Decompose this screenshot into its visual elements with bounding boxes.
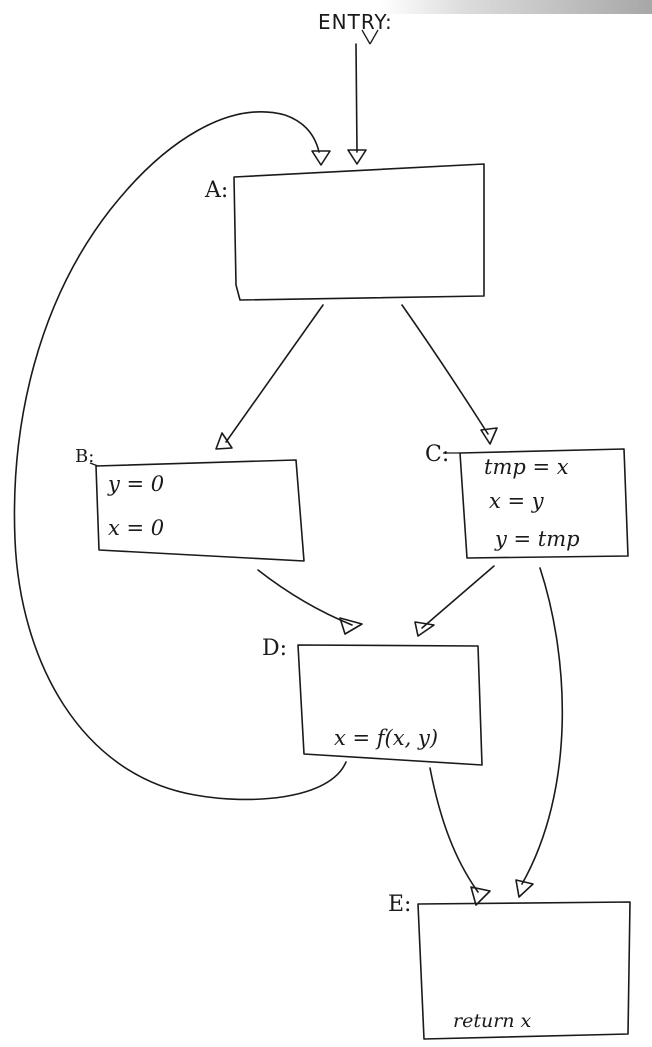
block-d-label: D: — [262, 636, 288, 661]
edge-d-e — [429, 767, 479, 893]
edge-d-a-loop — [13, 111, 347, 801]
edge-c-d — [421, 565, 495, 629]
entry-label: ENTRY: — [318, 10, 393, 34]
block-d-line-1: x = f(x, y) — [334, 726, 439, 750]
block-e-line-1: return x — [453, 1010, 532, 1032]
block-c-box — [459, 448, 629, 559]
block-e-box — [417, 901, 631, 1040]
arrowhead-b-d — [339, 617, 363, 635]
block-c-line-2: x = y — [489, 489, 544, 513]
arrowhead-a-c — [480, 427, 498, 445]
edge-entry-a — [355, 43, 358, 153]
scan-smudge — [380, 0, 652, 14]
arrowhead-c-e — [515, 879, 534, 898]
arrowhead-c-d — [414, 621, 435, 637]
label-b-lead — [89, 462, 99, 467]
arrowhead-d-e — [470, 886, 491, 906]
arrowhead-a-b — [215, 432, 233, 450]
edge-a-c — [401, 304, 489, 435]
edge-b-d — [257, 569, 353, 626]
edge-a-b — [225, 304, 324, 443]
block-a-box — [233, 163, 485, 301]
block-b-box — [95, 459, 305, 562]
entry-underline-b — [369, 29, 379, 45]
block-c-label: C: — [425, 442, 450, 467]
arrowhead-entry-a — [347, 149, 367, 165]
edge-c-e — [521, 567, 564, 885]
block-b-label: B: — [75, 446, 95, 467]
block-b-line-2: x = 0 — [108, 516, 165, 540]
block-b-line-1: y = 0 — [108, 472, 165, 496]
block-c-line-3: y = tmp — [495, 527, 580, 551]
arrowhead-loop-a — [311, 150, 331, 166]
entry-underline-a — [361, 29, 371, 45]
block-c-line-1: tmp = x — [484, 455, 569, 479]
block-d-box — [297, 644, 483, 766]
block-e-label: E: — [388, 892, 412, 917]
block-a-label: A: — [205, 178, 229, 203]
